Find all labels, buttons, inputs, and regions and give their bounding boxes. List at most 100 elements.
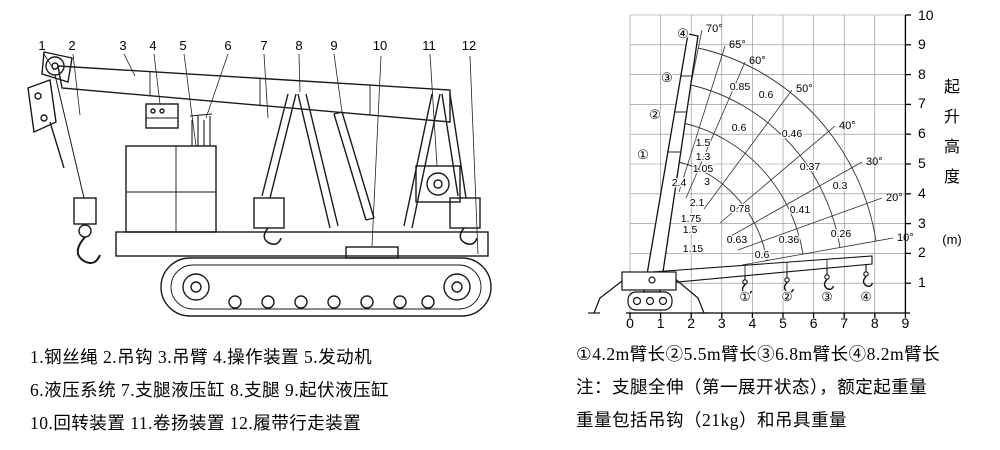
part-number: 12 xyxy=(462,38,476,53)
boom-angle-lines xyxy=(669,29,894,266)
x-tick: 7 xyxy=(840,315,848,331)
x-axis-tick-labels: 0 1 2 3 4 5 6 7 8 9 xyxy=(626,315,909,331)
crane-structure-drawing: 1 2 3 4 5 6 7 8 9 10 11 12 xyxy=(27,38,492,317)
note-line: 注：支腿全伸（第一展开状态），额定起重量 xyxy=(576,377,928,397)
part-number: 9 xyxy=(330,38,337,53)
boom-marker-1: ① xyxy=(637,147,649,162)
load-value: 3 xyxy=(704,176,710,188)
hanging-hook xyxy=(823,268,835,291)
y-axis-tick-labels: 10 9 8 7 6 5 4 3 2 1 xyxy=(918,7,934,290)
hook-block xyxy=(73,197,101,264)
ground-hook-markers: ① ② ③ ④ xyxy=(738,289,873,306)
wire-rope xyxy=(54,74,85,199)
angle-label: 20° xyxy=(886,192,903,204)
load-value: 1.5 xyxy=(683,224,698,236)
angle-label: 70° xyxy=(706,23,723,35)
angle-label: 50° xyxy=(796,83,813,95)
hydraulic-hoses xyxy=(189,113,213,146)
y-axis-title-char: 起 xyxy=(944,78,960,96)
mini-crane-base xyxy=(588,271,710,314)
part-number: 10 xyxy=(373,38,387,53)
luffing-cylinder xyxy=(333,111,375,221)
crane-structure-panel: 1 2 3 4 5 6 7 8 9 10 11 12 xyxy=(0,0,540,335)
hook-marker-4: ④ xyxy=(860,290,871,304)
y-tick: 1 xyxy=(918,274,926,290)
boom-marker-3: ③ xyxy=(661,70,673,85)
outrigger-leg-front xyxy=(253,93,339,245)
part-number: 6 xyxy=(224,38,231,53)
boom-length-arcs xyxy=(674,47,877,262)
load-value: 2.4 xyxy=(672,177,687,189)
load-value: 0.63 xyxy=(727,234,748,246)
boom-marker-4: ④ xyxy=(677,26,689,41)
load-value: 0.85 xyxy=(730,81,751,93)
legend-line: 1.钢丝绳 2.吊钩 3.吊臂 4.操作装置 5.发动机 xyxy=(30,347,373,367)
part-number: 3 xyxy=(119,38,126,53)
y-tick: 10 xyxy=(918,7,934,23)
x-tick: 4 xyxy=(749,315,757,331)
part-number-labels: 1 2 3 4 5 6 7 8 9 10 11 12 xyxy=(38,38,476,53)
x-tick: 0 xyxy=(626,315,634,331)
load-value: 1.75 xyxy=(681,213,702,225)
y-axis-title: 起 升 高 度 (m) xyxy=(942,78,962,247)
y-tick: 6 xyxy=(918,125,926,141)
legend-line: 10.回转装置 11.卷扬装置 12.履带行走装置 xyxy=(30,413,362,433)
part-number: 8 xyxy=(295,38,302,53)
angle-label: 10° xyxy=(897,232,914,244)
load-value: 0.46 xyxy=(782,128,803,140)
legend-line: 6.液压系统 7.支腿液压缸 8.支腿 9.起伏液压缸 xyxy=(30,380,390,400)
y-tick: 9 xyxy=(918,36,926,52)
part-number: 4 xyxy=(149,38,156,53)
angle-label: 65° xyxy=(729,39,746,51)
boom-length-legend: ①4.2m臂长②5.5m臂长③6.8m臂长④8.2m臂长 xyxy=(576,344,941,364)
part-number: 5 xyxy=(179,38,186,53)
part-number: 11 xyxy=(422,38,436,53)
angle-label: 40° xyxy=(839,120,856,132)
hanging-hook xyxy=(783,272,795,294)
load-value: 0.37 xyxy=(800,161,821,173)
y-tick: 4 xyxy=(918,185,926,201)
outrigger-leg-rear xyxy=(403,93,481,245)
part-number: 1 xyxy=(38,38,45,53)
hanging-hook xyxy=(741,276,753,296)
load-chart-panel: ④ ③ ② ① ① ② ③ ④ 70° 65° 60° 50° 40° 30° … xyxy=(540,0,1000,335)
load-value: 0.6 xyxy=(755,249,770,261)
rated-load-values: 0.85 0.6 0.6 0.46 1.5 1.3 1.05 3 2.4 2.1… xyxy=(670,80,852,263)
y-axis-title-char: 高 xyxy=(944,138,960,156)
x-tick: 2 xyxy=(687,315,695,331)
front-bracket xyxy=(27,79,65,169)
load-chart: ④ ③ ② ① ① ② ③ ④ 70° 65° 60° 50° 40° 30° … xyxy=(588,7,962,331)
hanging-hook xyxy=(862,265,874,288)
y-tick: 3 xyxy=(918,215,926,231)
x-tick: 8 xyxy=(871,315,879,331)
x-tick: 5 xyxy=(779,315,787,331)
chart-grid xyxy=(629,14,906,313)
x-tick: 6 xyxy=(810,315,818,331)
hook-marker-1: ① xyxy=(739,290,750,304)
y-axis-unit: (m) xyxy=(942,232,962,247)
engine-box xyxy=(125,145,217,233)
load-value: 1.3 xyxy=(696,151,711,163)
y-tick: 2 xyxy=(918,244,926,260)
y-tick: 7 xyxy=(918,95,926,111)
load-value: 0.26 xyxy=(831,228,852,240)
hook-marker-3: ③ xyxy=(821,290,832,304)
car-body-deck xyxy=(115,231,489,257)
boom-section-markers: ④ ③ ② ① xyxy=(636,25,690,164)
chart-axes xyxy=(626,14,911,318)
angle-label: 30° xyxy=(866,156,883,168)
angle-label: 60° xyxy=(749,55,766,67)
load-value: 1.15 xyxy=(683,243,704,255)
chart-notes: ①4.2m臂长②5.5m臂长③6.8m臂长④8.2m臂长 注：支腿全伸（第一展开… xyxy=(576,338,996,437)
load-value: 2.1 xyxy=(690,197,705,209)
load-value: 0.6 xyxy=(732,122,747,134)
load-value: 0.78 xyxy=(730,203,751,215)
load-value: 0.3 xyxy=(833,180,848,192)
y-axis-title-char: 度 xyxy=(944,168,960,186)
boom-marker-2: ② xyxy=(649,107,661,122)
x-tick: 3 xyxy=(718,315,726,331)
load-value: 0.36 xyxy=(779,234,800,246)
parts-legend: 1.钢丝绳 2.吊钩 3.吊臂 4.操作装置 5.发动机 6.液压系统 7.支腿… xyxy=(30,341,530,440)
crawler-track xyxy=(160,257,492,317)
